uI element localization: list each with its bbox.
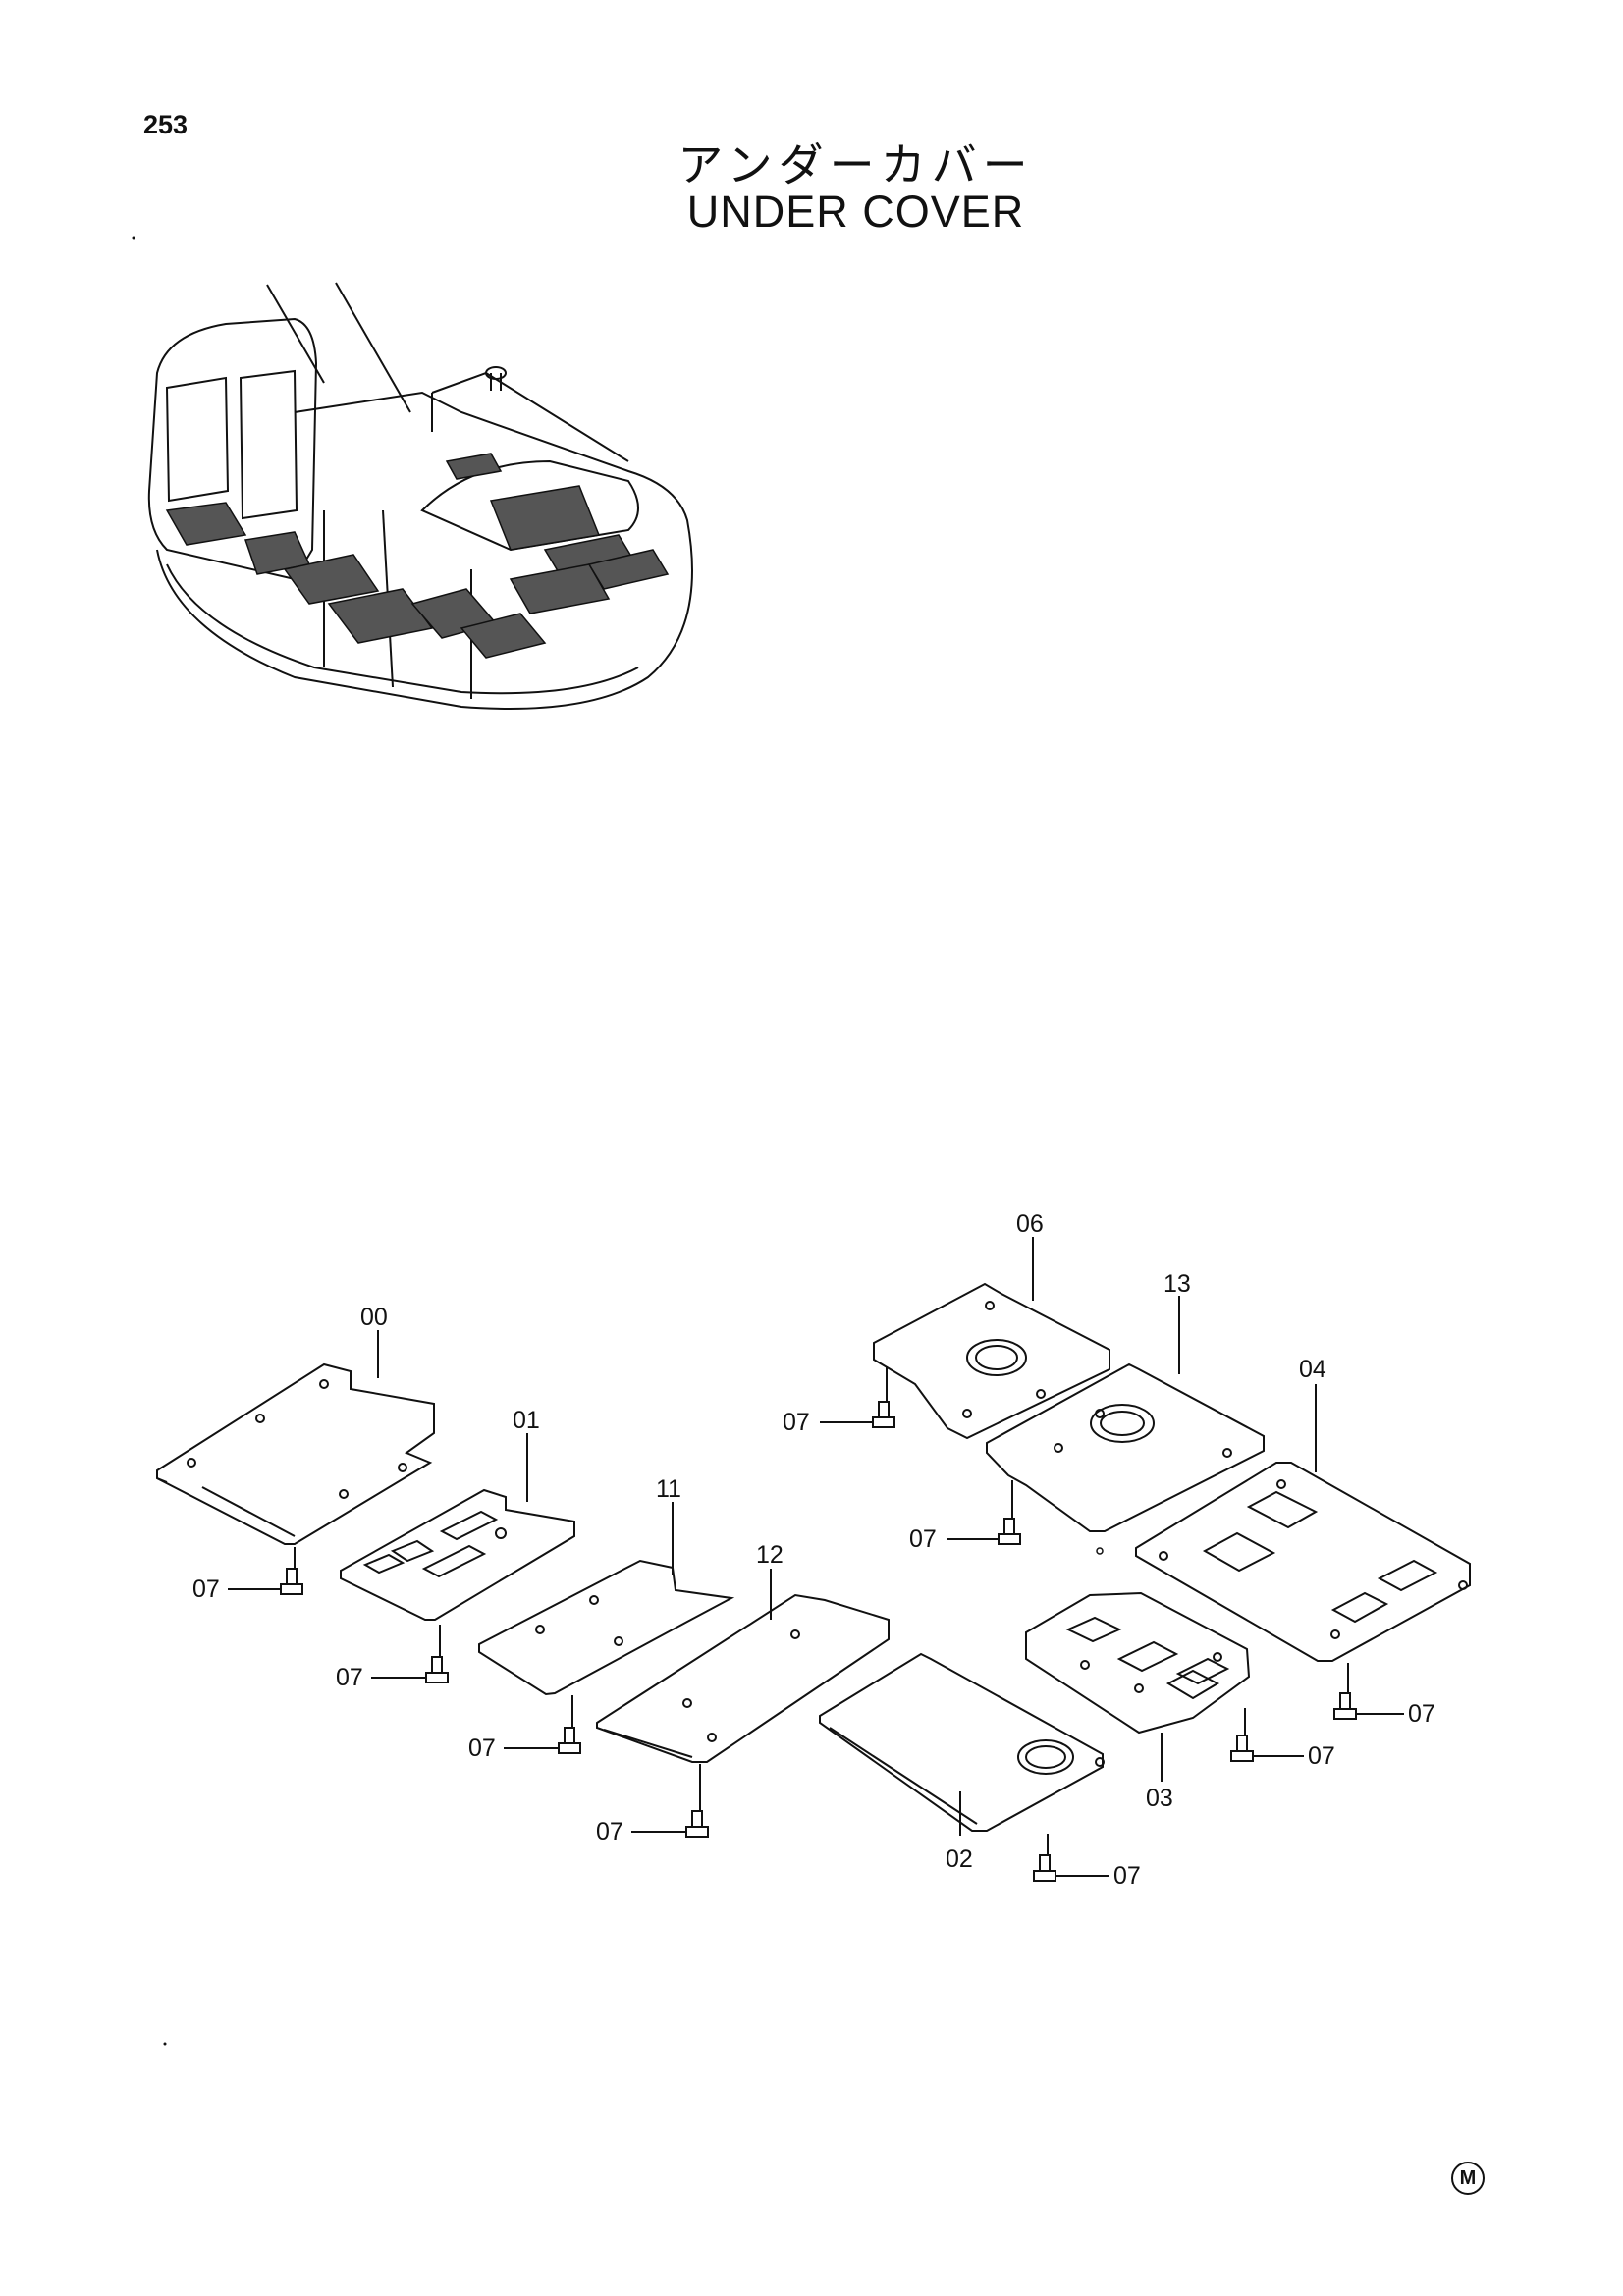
cover-01-drawing: [340, 1488, 575, 1621]
registered-mark-icon: M: [1451, 2162, 1485, 2195]
callout-07: 07: [596, 1818, 623, 1845]
callout-07: 07: [192, 1575, 220, 1603]
callout-07: 07: [783, 1409, 810, 1436]
callout-06: 06: [1016, 1210, 1044, 1238]
cover-11-drawing: [478, 1559, 735, 1696]
excavator-overview-drawing: [147, 282, 693, 710]
callout-07: 07: [909, 1525, 937, 1553]
callout-07: 07: [336, 1664, 363, 1691]
callout-07: 07: [1113, 1862, 1141, 1890]
callout-12: 12: [756, 1541, 784, 1569]
callout-07: 07: [1308, 1742, 1335, 1770]
callout-07: 07: [1408, 1700, 1435, 1728]
callout-04: 04: [1299, 1356, 1326, 1383]
cover-06-drawing: [873, 1282, 1110, 1440]
title-japanese: アンダーカバー: [677, 138, 1034, 191]
callout-02: 02: [946, 1845, 973, 1873]
leader-lines: [228, 1237, 1404, 1877]
title-english: UNDER COVER: [686, 187, 1025, 237]
callout-11: 11: [656, 1475, 681, 1503]
callout-13: 13: [1163, 1270, 1191, 1298]
callout-00: 00: [360, 1304, 388, 1331]
cover-04-drawing: [1135, 1462, 1471, 1662]
cover-12-drawing: [596, 1593, 890, 1763]
page-number: 253: [143, 110, 189, 139]
cover-02-drawing: [819, 1652, 1105, 1832]
cover-00-drawing: [156, 1362, 435, 1545]
callout-01: 01: [513, 1407, 540, 1434]
callout-03: 03: [1146, 1785, 1173, 1812]
callout-07: 07: [468, 1735, 496, 1762]
cover-13-drawing: [986, 1362, 1265, 1532]
bolt-icon: [280, 1401, 1357, 1882]
cover-03-drawing: [1025, 1591, 1251, 1735]
